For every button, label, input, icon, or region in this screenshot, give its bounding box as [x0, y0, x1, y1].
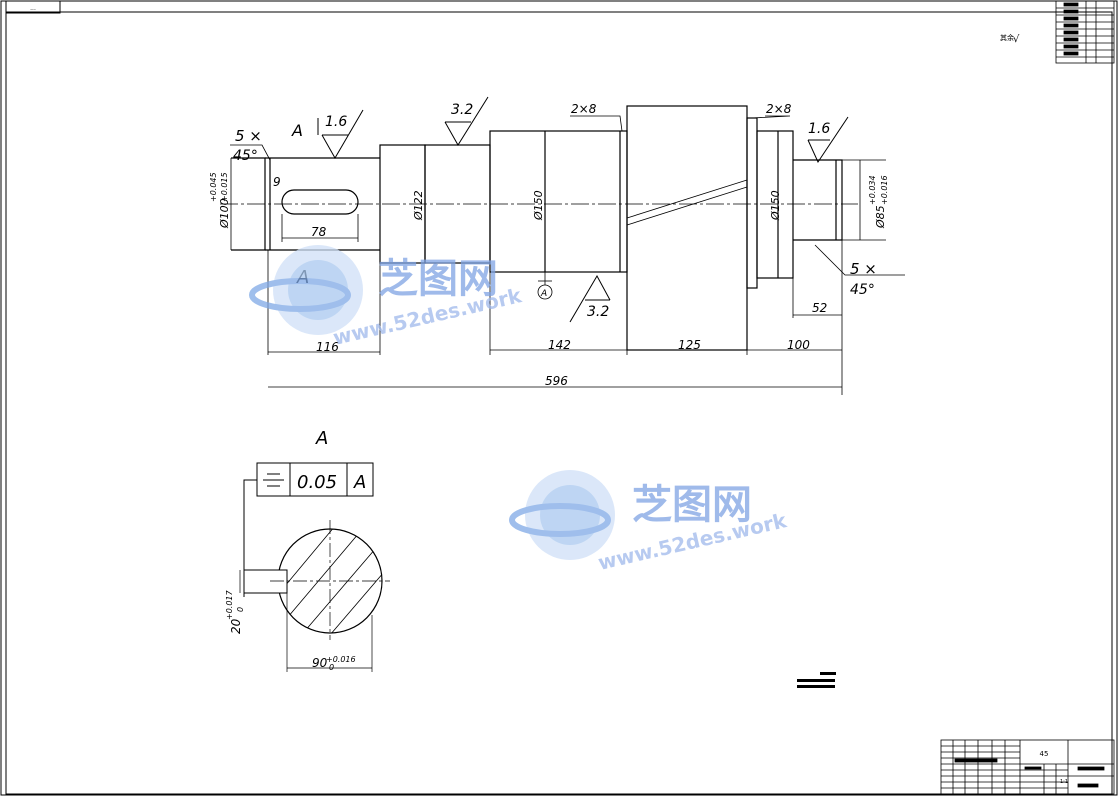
technical-notes	[797, 672, 836, 688]
inner-border	[5, 11, 1113, 795]
watermark-2: 芝图网 www.52des.work	[509, 470, 789, 575]
svg-text:1.6: 1.6	[325, 114, 347, 130]
svg-text:3.2: 3.2	[451, 102, 473, 118]
section-view-a: A 0.05 A 2	[225, 428, 390, 672]
svg-text:√: √	[1013, 34, 1020, 45]
svg-text:A: A	[291, 121, 303, 140]
svg-text:+0.034: +0.034	[868, 175, 877, 205]
svg-text:A: A	[353, 472, 366, 493]
dimension-lines	[230, 115, 905, 388]
svg-text:芝图网: 芝图网	[378, 256, 498, 302]
svg-text:Ø85: Ø85	[874, 205, 887, 229]
main-view-labels: 5 × 45° A 1.6 3.2 1.6 3.2 2×8 2×8 5 × 45…	[209, 102, 889, 388]
svg-text:45°: 45°	[850, 282, 875, 298]
tolerance-frame	[243, 462, 374, 597]
svg-text:90: 90	[312, 656, 328, 670]
parameter-table	[1055, 0, 1115, 64]
corner-tag: ...	[5, 0, 61, 14]
roughness-symbols	[317, 96, 849, 323]
svg-text:+0.017: +0.017	[225, 589, 234, 620]
svg-text:+0.016: +0.016	[880, 175, 889, 205]
svg-text:+0.015: +0.015	[220, 172, 229, 202]
svg-text:0: 0	[236, 607, 245, 612]
svg-text:78: 78	[311, 225, 327, 239]
svg-text:100: 100	[787, 338, 810, 352]
svg-text:Ø100: Ø100	[218, 198, 231, 229]
scale-label: 1:1	[1060, 779, 1068, 785]
svg-text:0: 0	[329, 663, 334, 672]
svg-text:芝图网: 芝图网	[632, 482, 752, 528]
svg-text:A: A	[315, 428, 328, 449]
svg-text:1.6: 1.6	[808, 121, 830, 137]
shaft-main-view	[231, 105, 843, 395]
svg-text:2×8: 2×8	[571, 102, 597, 116]
svg-text:9: 9	[273, 175, 281, 189]
svg-text:0.05: 0.05	[297, 472, 337, 493]
svg-text:52: 52	[812, 301, 827, 315]
roughness-note: 其余 √	[1000, 33, 1020, 45]
svg-text:45°: 45°	[233, 148, 258, 164]
svg-text:596: 596	[545, 374, 568, 388]
svg-text:125: 125	[678, 338, 701, 352]
material-label: 45	[1040, 750, 1049, 758]
svg-text:Ø122: Ø122	[412, 190, 425, 221]
svg-text:116: 116	[316, 340, 339, 354]
svg-text:3.2: 3.2	[587, 304, 609, 320]
svg-text:A: A	[540, 289, 547, 299]
svg-text:Ø150: Ø150	[532, 190, 545, 221]
svg-text:其余: 其余	[1000, 33, 1014, 42]
svg-text:Ø150: Ø150	[769, 190, 782, 221]
svg-text:5 ×: 5 ×	[235, 127, 262, 145]
svg-text:142: 142	[548, 338, 571, 352]
svg-text:+0.016: +0.016	[326, 655, 356, 664]
watermark-1: 芝图网 www.52des.work	[249, 245, 524, 350]
svg-text:...: ...	[30, 5, 36, 12]
svg-text:5 ×: 5 ×	[850, 260, 877, 278]
svg-text:20: 20	[229, 618, 243, 634]
title-block	[940, 739, 1115, 795]
svg-text:2×8: 2×8	[766, 102, 792, 116]
svg-text:+0.045: +0.045	[209, 172, 218, 202]
